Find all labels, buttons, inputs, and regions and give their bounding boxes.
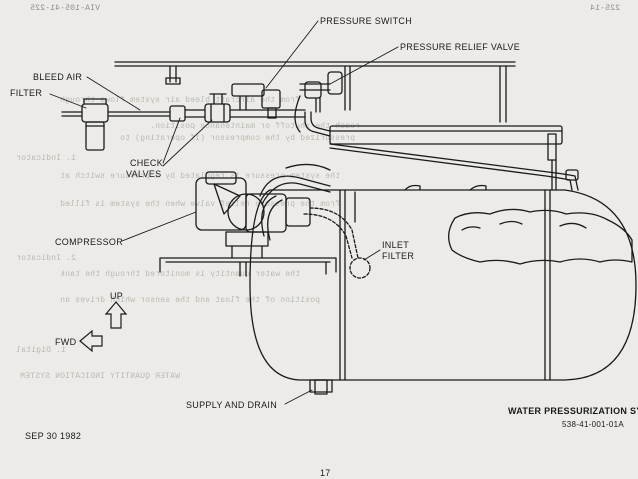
check-valve-1 <box>169 105 186 122</box>
label-compressor: COMPRESSOR <box>55 237 124 247</box>
tank-cutaway <box>448 208 633 265</box>
bleed-air-filter <box>81 98 109 151</box>
leader-lines <box>49 20 399 405</box>
up-arrow <box>104 301 128 329</box>
pressure-relief-valve <box>299 71 343 113</box>
mounting-rail <box>114 61 516 123</box>
page-number: 17 <box>320 468 331 478</box>
label-bleed-air: BLEED AIR <box>33 72 83 82</box>
compressor <box>195 163 331 259</box>
label-pressure-relief-valve: PRESSURE RELIEF VALVE <box>400 42 521 52</box>
label-check-valves-2: VALVES <box>126 169 162 179</box>
figure-title: WATER PRESSURIZATION SY <box>508 406 638 416</box>
transfer-pipe <box>294 95 331 137</box>
inlet-filter <box>303 207 371 279</box>
label-check-valves-1: CHECK <box>130 158 164 168</box>
fwd-arrow <box>79 329 103 353</box>
compressor-bracket <box>159 257 337 277</box>
diagonal-pipe <box>329 143 579 191</box>
label-fwd: FWD <box>55 337 77 347</box>
label-pressure-switch: PRESSURE SWITCH <box>320 16 413 26</box>
label-supply-and-drain: SUPPLY AND DRAIN <box>186 400 277 410</box>
check-valve-2 <box>204 93 231 123</box>
label-inlet-filter-2: FILTER <box>382 251 415 261</box>
figure-code: 538-41-001-01A <box>562 420 625 429</box>
label-up: UP <box>110 291 124 301</box>
supply-drain-fitting <box>309 379 333 395</box>
water-tank <box>249 184 637 381</box>
label-filter: FILTER <box>10 88 43 98</box>
indicator-rail <box>329 125 563 191</box>
pressure-switch <box>231 83 281 119</box>
tank-cradle <box>261 195 283 241</box>
footer-date: SEP 30 1982 <box>25 431 82 441</box>
label-inlet-filter-1: INLET <box>382 240 410 250</box>
bleed-air-line <box>61 109 306 118</box>
